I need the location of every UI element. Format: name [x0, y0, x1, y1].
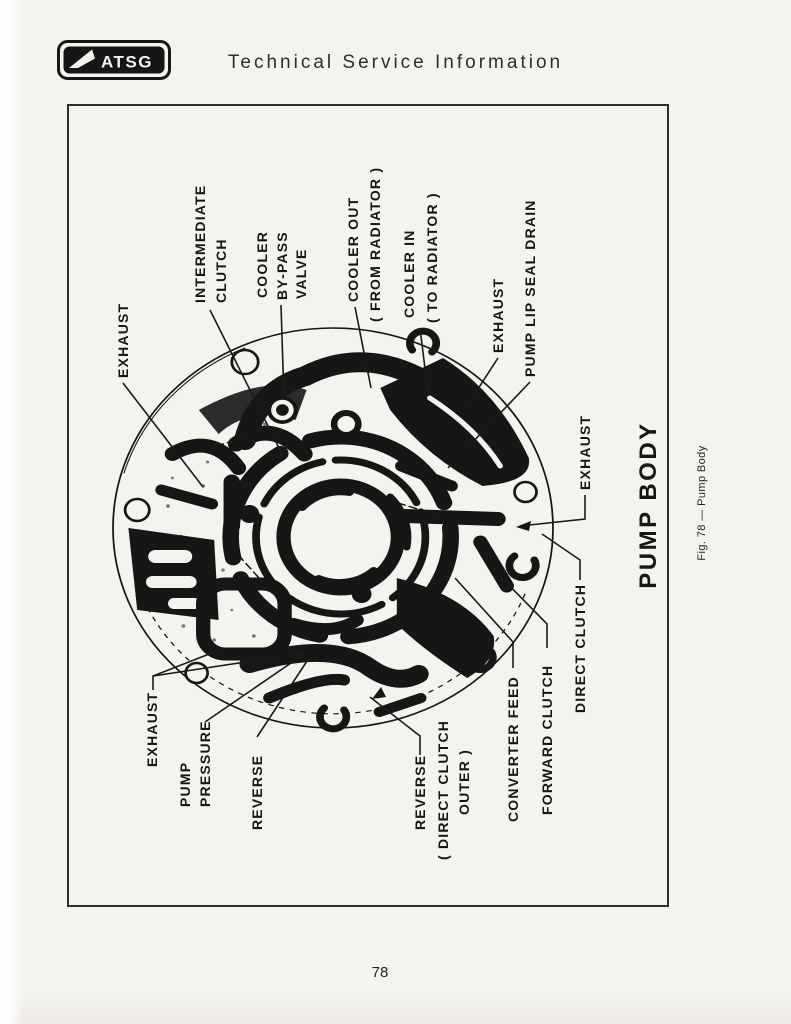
hub-middle-ring [252, 456, 430, 618]
atsg-logo-text: ATSG [101, 53, 153, 72]
leader-pump-lip-seal-drain [447, 381, 531, 469]
leader-exhaust-bottom-b [152, 652, 306, 677]
crescent-right [505, 552, 540, 581]
passage-bottom-2 [263, 673, 351, 704]
label-cooler-in: COOLER IN [401, 229, 417, 318]
label-direct-clutch: DIRECT CLUTCH [572, 584, 588, 713]
label-exhaust-top-left: EXHAUST [115, 303, 131, 378]
hub-bore [291, 492, 391, 582]
hub-arc-1 [297, 487, 354, 511]
dash-line-3 [222, 537, 264, 583]
leader-exhaust-right [519, 495, 586, 527]
bolt-hole-bottom-left [184, 661, 209, 685]
label-exhaust-top-right: EXHAUST [490, 278, 506, 353]
crescent-top-right [406, 327, 441, 356]
label-cooler: COOLER [254, 231, 270, 298]
atsg-logo: ATSG [56, 39, 172, 81]
passage-upper-left-1 [164, 438, 247, 475]
label-reverse-outer-3: OUTER ) [456, 749, 472, 815]
leader-arrowhead-reverse [372, 687, 386, 699]
atsg-logo-graphic: ATSG [57, 40, 171, 80]
label-converter-feed: CONVERTER FEED [505, 676, 521, 822]
leader-converter-feed [454, 577, 514, 668]
drill-dot-left [239, 505, 260, 523]
pump-inner-rim-arc [123, 347, 246, 474]
left-slot-2 [146, 576, 197, 588]
label-to-radiator: ( TO RADIATOR ) [424, 192, 440, 323]
pump-body-illustration [112, 327, 554, 733]
crescent-bottom [316, 704, 351, 733]
label-cooler-out: COOLER OUT [345, 197, 361, 302]
leader-reverse-outer [369, 696, 421, 755]
passage-left-band [128, 528, 219, 620]
leader-cooler-bypass-valve [280, 304, 285, 401]
bolt-hole-left [123, 497, 151, 523]
label-intermediate-clutch: CLUTCH [213, 238, 229, 303]
pump-hub [222, 410, 459, 645]
label-from-radiator: ( FROM RADIATOR ) [367, 167, 383, 322]
passage-upper-left-2 [155, 484, 219, 510]
label-pump: PUMP [177, 762, 193, 807]
crescent-bottom-right [462, 644, 497, 673]
page-title: Technical Service Information [227, 52, 564, 73]
figure-border [67, 104, 669, 907]
passage-zigzag [227, 425, 313, 462]
label-bypass: BY-PASS [274, 231, 290, 300]
label-intermediate: INTERMEDIATE [192, 185, 208, 303]
label-exhaust-right: EXHAUST [577, 415, 593, 490]
label-reverse: REVERSE [249, 755, 265, 830]
leader-exhaust-top-left [122, 382, 204, 488]
leader-arrowhead-right [516, 521, 531, 531]
label-reverse-outer: REVERSE [412, 755, 428, 830]
label-valve: VALVE [293, 248, 309, 299]
wedge-white-vein [427, 395, 503, 469]
dash-line-1 [208, 429, 271, 449]
hub-arc-2 [314, 567, 379, 588]
bolt-hole-right [513, 480, 538, 504]
leader-direct-clutch [541, 533, 581, 580]
leader-cooler-out [354, 306, 372, 389]
logo-outer-border [57, 40, 171, 80]
leader-reverse [256, 654, 312, 738]
left-slot-1 [148, 550, 193, 563]
page-number: 78 [371, 964, 389, 981]
label-pressure: PRESSURE [197, 720, 213, 807]
leader-intermediate-clutch [209, 309, 282, 453]
callout-labels: EXHAUST INTERMEDIATE CLUTCH COOLER BY-PA… [115, 167, 593, 860]
leader-pump-pressure [204, 651, 308, 723]
label-reverse-outer-2: ( DIRECT CLUTCH [435, 720, 451, 860]
leader-forward-clutch [493, 569, 548, 648]
label-pump-lip-seal-drain: PUMP LIP SEAL DRAIN [522, 199, 538, 377]
leader-lines [122, 304, 586, 755]
passage-bottom-right-blob [396, 578, 495, 678]
label-forward-clutch: FORWARD CLUTCH [539, 665, 555, 815]
bypass-valve-ring [271, 399, 294, 421]
hub-arc-3 [386, 493, 412, 551]
leader-cooler-in [419, 327, 429, 394]
hub-bolt-bump [330, 410, 362, 438]
label-exhaust-bottom-left: EXHAUST [144, 692, 160, 767]
hub-bore-ring [276, 478, 406, 596]
checkmark-icon [69, 49, 95, 68]
diagram-title: PUMP BODY [635, 421, 662, 588]
leader-exhaust-top-right [462, 357, 499, 413]
figure-caption: Fig. 78 — Pump Body [696, 445, 708, 560]
